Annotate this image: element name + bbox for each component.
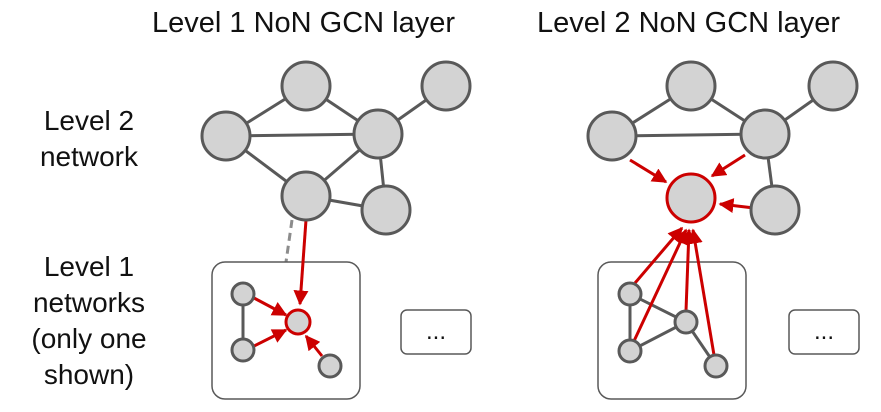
label-level2-line2: network [39,141,139,172]
node [420,60,472,112]
arrow [253,296,288,317]
node [739,108,791,160]
node [280,170,332,222]
node [317,353,343,379]
node [673,309,699,335]
arrow [681,228,696,312]
label-level1-line4: shown) [43,359,135,390]
highlighted-node [665,172,717,224]
arrow [293,219,309,306]
label-level2-line1: Level 2 [43,105,135,136]
node [617,281,643,307]
ellipsis-box [400,309,472,355]
node [360,184,412,236]
node [230,337,256,363]
left-level2-edges [225,84,447,212]
label-level1-line2: networks [32,287,146,318]
arrow [253,328,288,348]
arrow [632,228,688,342]
right-level1-edges [628,292,718,367]
left-panel: ... [200,60,472,400]
node [807,60,859,112]
level1-network-box [211,261,361,400]
highlighted-node [284,308,312,336]
left-level2-nodes [200,60,472,236]
label-level1-line1: Level 1 [43,251,135,282]
arrow [718,198,755,214]
node [352,108,404,160]
right-aggregation-arrows [629,153,755,356]
arrow [687,228,716,356]
title-level2-gcn-layer: Level 2 NoN GCN layer [537,7,840,39]
node [617,338,643,364]
label-level2-network: Level 2 network [0,103,189,175]
title-level1-gcn-layer: Level 1 NoN GCN layer [152,7,455,39]
edge [611,132,766,138]
arrow [304,334,324,357]
node [665,60,717,112]
arrow [629,158,668,184]
right-panel: ... [586,60,860,400]
label-level1-line3: (only one [31,323,147,354]
right-level1-nodes [617,281,729,379]
ellipsis-text: ... [426,318,446,345]
node [230,281,256,307]
right-level2-edges [611,84,834,211]
ellipsis-text: ... [814,318,834,345]
node [280,60,332,112]
left-aggregation-arrows [253,219,324,357]
node [200,110,252,162]
node [703,353,729,379]
node [749,184,801,236]
right-level2-nodes [586,60,859,236]
node [586,110,638,162]
ellipsis-box [788,309,860,355]
dashed-link [284,219,294,263]
arrow [710,153,746,178]
label-level1-networks: Level 1 networks (only one shown) [0,249,189,393]
left-level1-nodes [230,281,343,379]
